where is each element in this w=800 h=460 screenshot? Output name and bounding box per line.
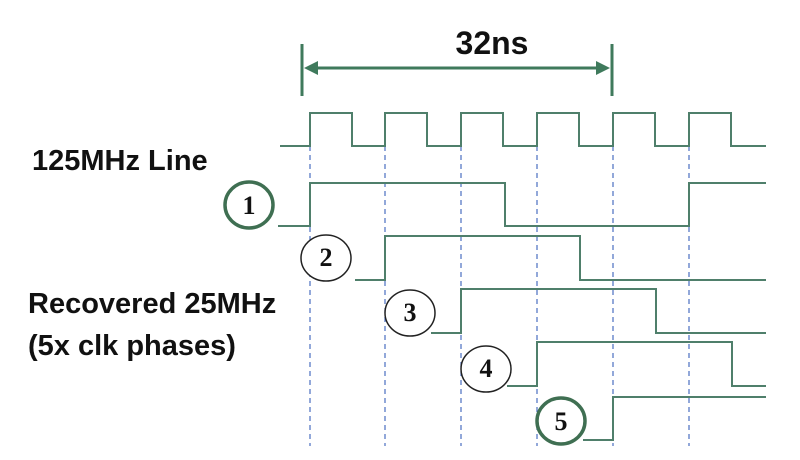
period-arrowhead-right	[596, 61, 610, 75]
phase-circle-3	[384, 289, 436, 337]
recovered-phase-trace-1	[278, 182, 766, 227]
period-arrowhead-left	[304, 61, 318, 75]
period-label: 32ns	[456, 25, 529, 61]
period-dimension: 32ns	[300, 25, 614, 96]
phase-circle-2	[300, 234, 352, 282]
phase-number-5: 5	[555, 407, 568, 436]
clock-125mhz-trace	[280, 112, 766, 147]
phase-badge-1: 1	[223, 180, 275, 230]
phase-number-3: 3	[404, 298, 417, 327]
phase-number-2: 2	[320, 243, 333, 272]
recovered-label-line1: Recovered 25MHz	[28, 288, 276, 320]
phase-badge-4: 4	[460, 345, 512, 393]
clock-edge-markers	[309, 146, 690, 446]
phase-circle-5	[535, 396, 587, 446]
phase-badge-5: 5	[535, 396, 587, 446]
waveform-traces	[278, 112, 766, 441]
recovered-phase-trace-4	[507, 341, 766, 387]
phase-badge-3: 3	[384, 289, 436, 337]
phase-circle-4	[460, 345, 512, 393]
recovered-phase-trace-2	[355, 235, 766, 281]
recovered-phase-trace-3	[431, 288, 766, 334]
phase-number-4: 4	[480, 354, 493, 383]
phase-badge-2: 2	[300, 234, 352, 282]
phase-circle-1	[223, 180, 275, 230]
line-label: 125MHz Line	[32, 145, 208, 177]
phase-number-1: 1	[243, 191, 256, 220]
recovered-phase-trace-5	[583, 396, 766, 441]
recovered-label-line2: (5x clk phases)	[28, 330, 236, 362]
